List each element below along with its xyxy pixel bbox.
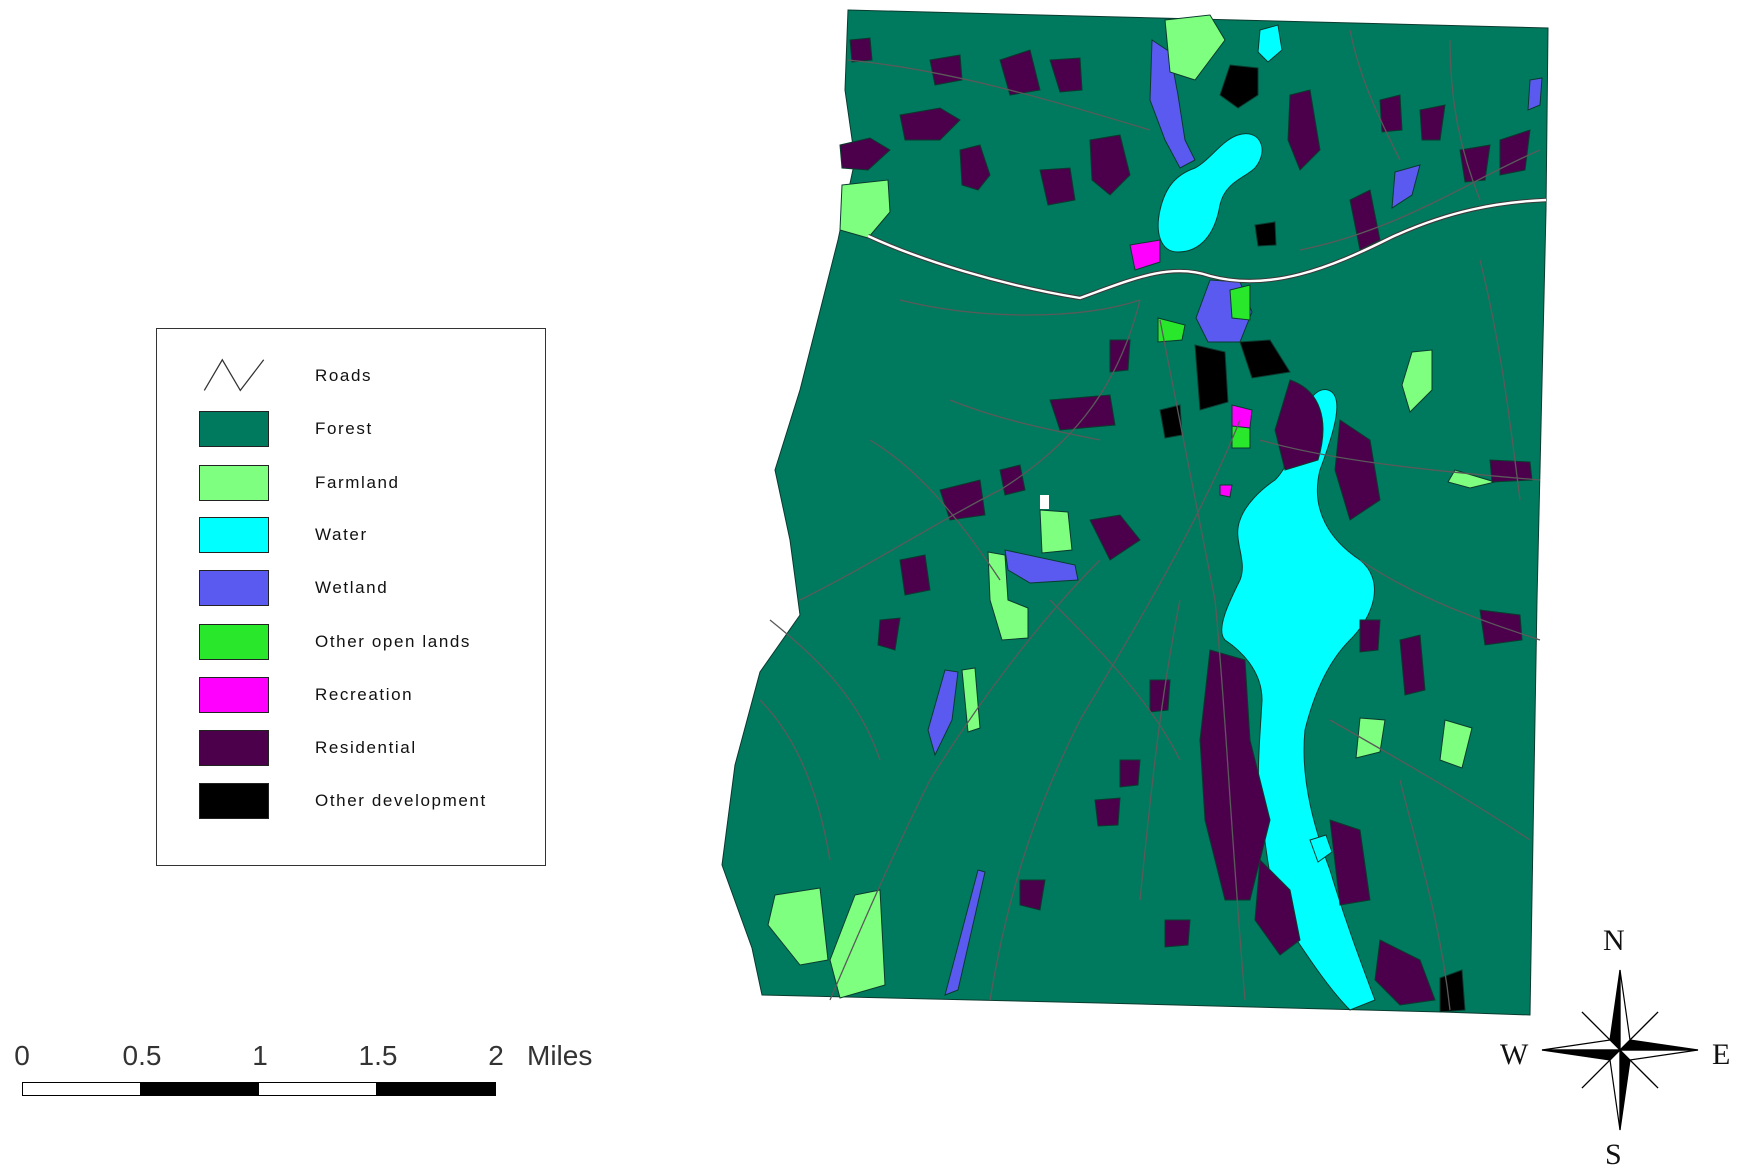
legend-item-forest: Forest bbox=[199, 409, 529, 449]
wetland-southwest bbox=[927, 669, 959, 757]
scale-label-1-5: 1.5 bbox=[358, 1040, 398, 1071]
recreation-swatch bbox=[199, 677, 269, 713]
development-center-b bbox=[1239, 339, 1291, 379]
wetland-swatch bbox=[199, 570, 269, 606]
legend-label: Recreation bbox=[315, 685, 414, 704]
wetland-west bbox=[1004, 549, 1079, 584]
scale-label-1: 1 bbox=[252, 1040, 268, 1071]
scale-label-0-5: 0.5 bbox=[122, 1040, 162, 1071]
south-pond bbox=[1309, 834, 1333, 863]
legend-item-other-open-lands: Other open lands bbox=[199, 622, 529, 662]
scale-bar: 0 0.5 1 1.5 2 Miles bbox=[14, 1040, 592, 1120]
water-swatch bbox=[199, 517, 269, 553]
open-land-a bbox=[1157, 317, 1186, 343]
wetland-northeast bbox=[1391, 164, 1421, 209]
legend-label: Farmland bbox=[315, 473, 400, 492]
residential-parcels bbox=[839, 37, 1533, 1006]
legend: Roads Forest Farmland Water Wetland Othe… bbox=[156, 328, 546, 866]
legend-label: Residential bbox=[315, 738, 417, 757]
farmland-south-center bbox=[961, 667, 981, 733]
compass-star-icon bbox=[1541, 969, 1699, 1131]
farmland-swatch bbox=[199, 465, 269, 501]
forest-swatch bbox=[199, 411, 269, 447]
legend-item-roads: Roads bbox=[199, 356, 529, 396]
farmland-northwest bbox=[839, 179, 891, 239]
development-southeast bbox=[1439, 969, 1466, 1013]
road-network bbox=[759, 29, 1541, 1011]
other-open-lands-swatch bbox=[199, 624, 269, 660]
wetland-east-strip bbox=[1527, 77, 1543, 111]
recreation-b bbox=[1231, 404, 1253, 429]
compass-north-label: N bbox=[1603, 924, 1625, 957]
legend-item-farmland: Farmland bbox=[199, 463, 529, 503]
recreation-a bbox=[1129, 239, 1161, 271]
wetland-south bbox=[944, 869, 986, 996]
farmland-southwest-a bbox=[767, 887, 829, 966]
north-pond bbox=[1157, 133, 1263, 253]
compass-east-label: E bbox=[1712, 1038, 1731, 1071]
scale-segment-1 bbox=[22, 1082, 141, 1096]
development-mid bbox=[1254, 221, 1277, 247]
open-land-c bbox=[1231, 424, 1251, 449]
farmland-west bbox=[987, 551, 1029, 641]
other-development-swatch bbox=[199, 783, 269, 819]
scale-segment-3 bbox=[258, 1082, 377, 1096]
scale-label-0: 0 bbox=[14, 1040, 30, 1071]
legend-label: Water bbox=[315, 525, 368, 544]
scale-unit-label: Miles bbox=[527, 1040, 593, 1071]
legend-item-residential: Residential bbox=[199, 728, 529, 768]
north-small-pond bbox=[1257, 24, 1283, 63]
compass-west-label: W bbox=[1500, 1038, 1529, 1071]
development-north bbox=[1219, 64, 1259, 109]
scale-segment-4 bbox=[376, 1082, 496, 1096]
recreation-c bbox=[1219, 484, 1233, 498]
development-center-a bbox=[1194, 344, 1229, 411]
farmland-center bbox=[1039, 509, 1073, 554]
legend-item-recreation: Recreation bbox=[199, 675, 529, 715]
highway-main-inner bbox=[867, 198, 1547, 300]
farmland-east-c bbox=[1439, 719, 1473, 769]
white-parcel bbox=[1040, 495, 1049, 509]
legend-item-wetland: Wetland bbox=[199, 568, 529, 608]
legend-label: Other development bbox=[315, 791, 487, 810]
legend-label: Roads bbox=[315, 366, 373, 385]
farmland-northeast-strip bbox=[1447, 469, 1497, 489]
compass-rose: N S E W bbox=[1500, 920, 1740, 1171]
legend-label: Other open lands bbox=[315, 632, 472, 651]
legend-label: Forest bbox=[315, 419, 373, 438]
open-land-b bbox=[1229, 284, 1251, 321]
farmland-southwest-b bbox=[829, 889, 886, 999]
farmland-north bbox=[1164, 14, 1226, 81]
legend-item-other-development: Other development bbox=[199, 781, 529, 821]
farmland-east bbox=[1401, 349, 1433, 413]
roads-line-icon bbox=[203, 358, 265, 392]
compass-south-label: S bbox=[1605, 1138, 1622, 1171]
legend-item-water: Water bbox=[199, 515, 529, 555]
legend-label: Wetland bbox=[315, 578, 389, 597]
residential-swatch bbox=[199, 730, 269, 766]
scale-segment-2 bbox=[140, 1082, 259, 1096]
scale-label-2: 2 bbox=[488, 1040, 504, 1071]
